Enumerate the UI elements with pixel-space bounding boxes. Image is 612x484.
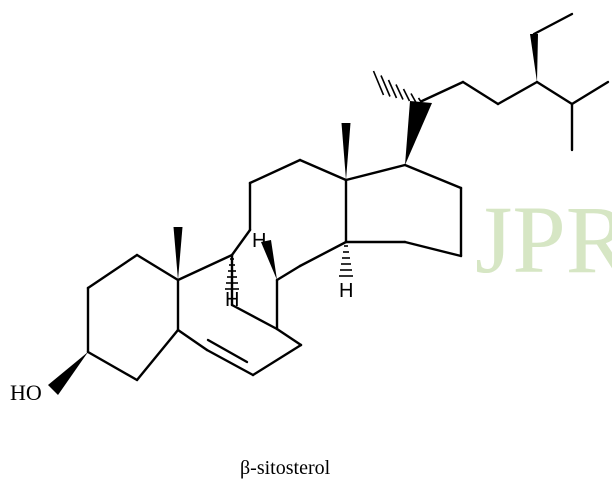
wedge-c8-h [261,240,277,280]
hydroxyl-label: HO [10,380,42,405]
hash-bond-c14-h [339,245,353,277]
side-chain [420,12,610,152]
hash-bond-c20-methyl [372,70,424,105]
wedge-bonds [48,34,538,395]
double-bond-c5-c6 [206,338,249,364]
wedge-c10-methyl [173,227,183,280]
wedge-c3-hydroxyl [48,352,88,395]
h-c8-label: H [252,230,266,252]
h-c9-label: H [225,289,239,311]
h-c14-label: H [339,280,353,302]
wedge-c13-methyl [341,123,351,180]
compound-name: β-sitosterol [240,457,331,479]
ring-b [176,253,303,377]
watermark-text: JPR [475,186,612,293]
wedge-c24-ethyl [530,34,538,82]
wedge-c17-c20 [405,101,432,165]
ring-c [230,158,348,331]
hash-bond-c9-h [225,258,239,290]
ring-d [344,163,463,258]
ring-a [86,253,180,382]
